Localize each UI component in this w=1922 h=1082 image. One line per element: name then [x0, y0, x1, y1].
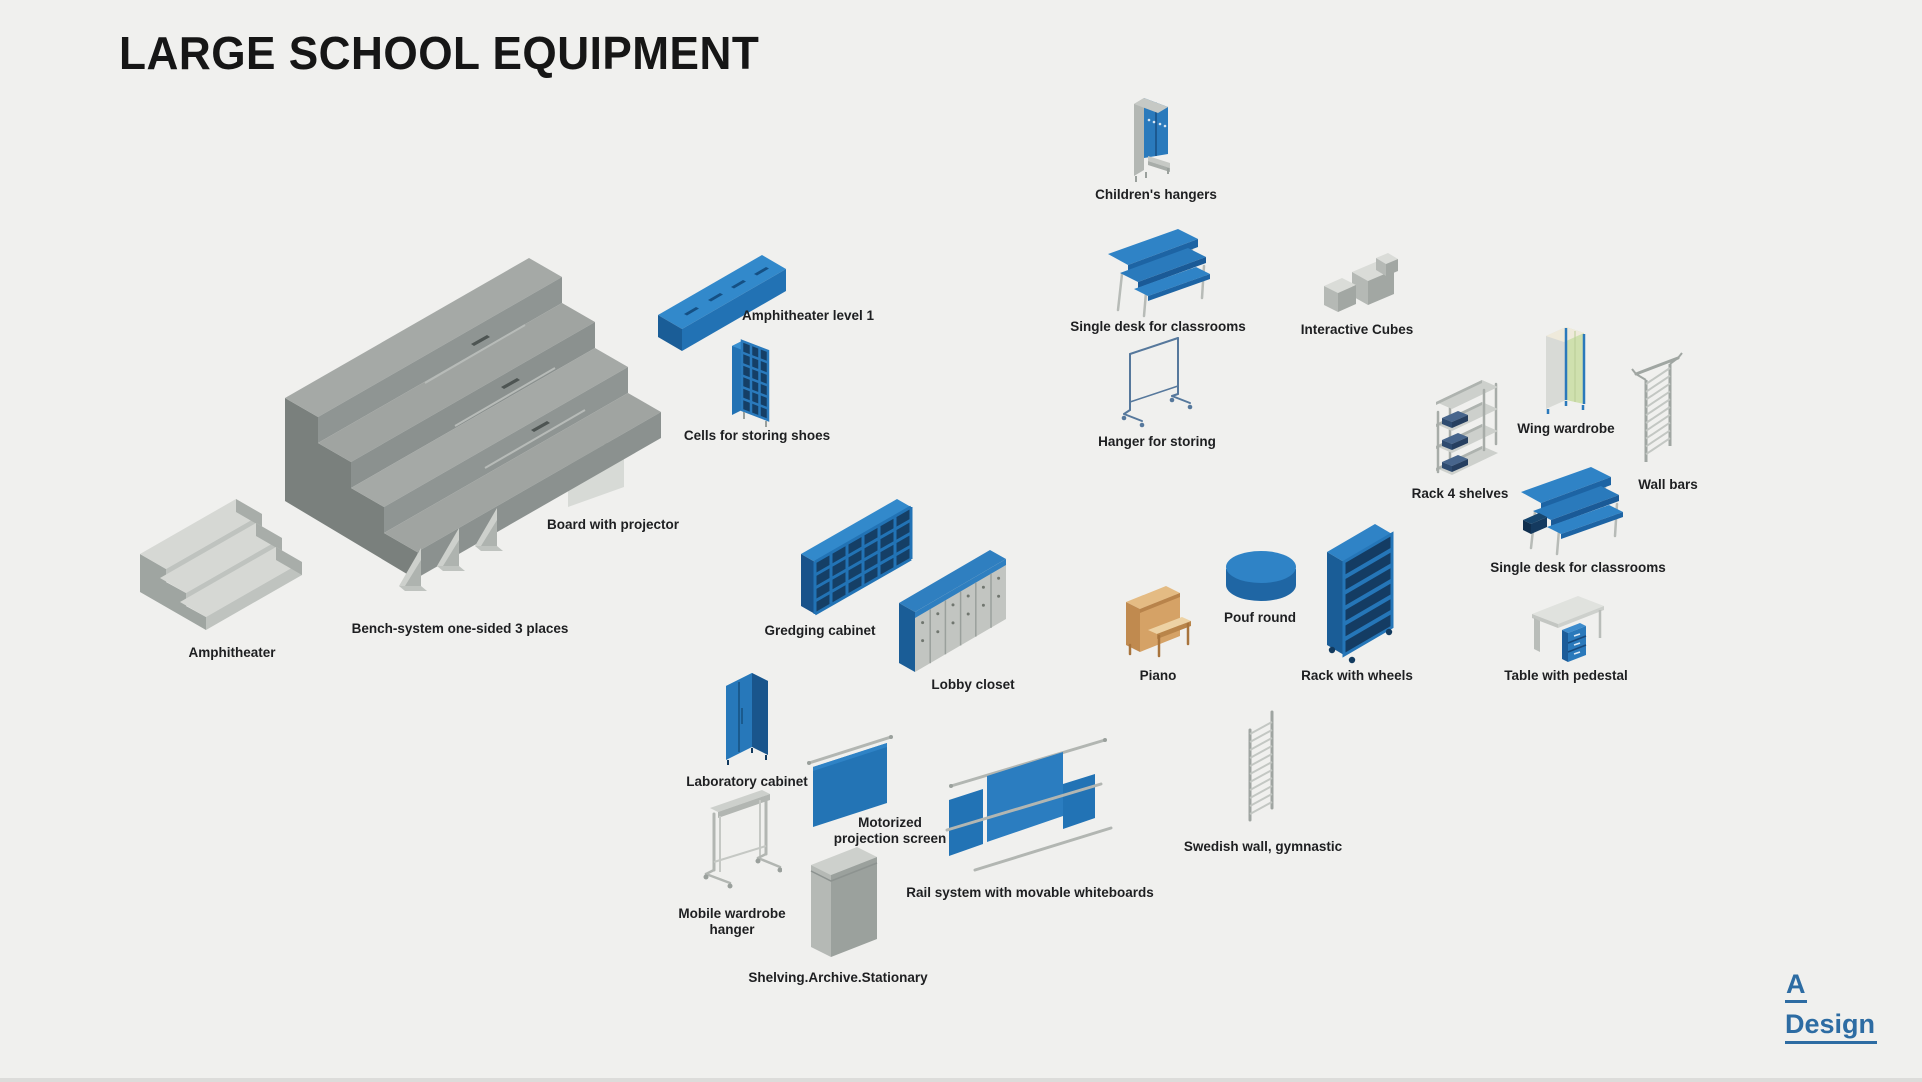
childrens-hangers-icon: [1130, 92, 1176, 186]
item-label-hanger-for-storing: Hanger for storing: [1098, 434, 1216, 449]
lobby-closet-icon: [893, 548, 1013, 680]
item-label-amphitheater: Amphitheater: [188, 645, 276, 660]
shelving-archive-stationary-icon: [805, 843, 885, 965]
item-label-shelving-archive-stationary: Shelving.Archive.Stationary: [748, 970, 928, 985]
item-label-cells-for-storing-shoes: Cells for storing shoes: [683, 428, 831, 443]
mobile-wardrobe-hanger-icon: [700, 788, 782, 892]
item-label-bench-system: Bench-system one-sided 3 places: [351, 621, 569, 636]
item-label-board-with-projector: Board with projector: [546, 517, 680, 532]
item-label-wall-bars: Wall bars: [1638, 477, 1698, 492]
piano-icon: [1118, 576, 1200, 672]
interactive-cubes-icon: [1318, 250, 1400, 322]
item-label-rack-4-shelves: Rack 4 shelves: [1411, 486, 1509, 501]
bench-system-icon: [275, 248, 695, 593]
rail-system-icon: [945, 732, 1113, 877]
amphitheater-icon: [138, 495, 333, 645]
item-label-table-with-pedestal: Table with pedestal: [1504, 668, 1628, 683]
item-label-childrens-hangers: Children's hangers: [1095, 187, 1217, 202]
single-desk-2-icon: [1515, 458, 1627, 560]
gredging-cabinet-icon: [795, 494, 920, 622]
swedish-wall-gymnastic-icon: [1236, 710, 1286, 834]
a-design-logo: A Design: [1785, 971, 1878, 1044]
pouf-round-icon: [1222, 545, 1300, 609]
item-label-interactive-cubes: Interactive Cubes: [1300, 322, 1414, 337]
item-label-amphitheater-level-1: Amphitheater level 1: [741, 308, 875, 323]
item-label-motorized-projection-screen: Motorized projection screen: [833, 815, 947, 847]
item-label-rack-with-wheels: Rack with wheels: [1301, 668, 1413, 683]
logo-line-1: A: [1785, 971, 1807, 1003]
bottom-edge-strip: [0, 1078, 1922, 1082]
item-label-swedish-wall-gymnastic: Swedish wall, gymnastic: [1183, 839, 1343, 854]
item-label-laboratory-cabinet: Laboratory cabinet: [686, 774, 808, 789]
wall-bars-icon: [1628, 348, 1694, 482]
table-with-pedestal-icon: [1528, 590, 1608, 666]
item-label-lobby-closet: Lobby closet: [931, 677, 1015, 692]
item-label-single-desk-2: Single desk for classrooms: [1490, 560, 1666, 575]
item-label-piano: Piano: [1139, 668, 1177, 683]
page-title: LARGE SCHOOL EQUIPMENT: [119, 27, 760, 79]
item-label-gredging-cabinet: Gredging cabinet: [764, 623, 876, 638]
amphitheater-level-1-icon: [650, 245, 800, 357]
item-label-rail-system: Rail system with movable whiteboards: [906, 885, 1154, 900]
cells-for-storing-shoes-icon: [728, 334, 784, 428]
laboratory-cabinet-icon: [722, 668, 772, 778]
wing-wardrobe-icon: [1540, 320, 1594, 420]
rack-with-wheels-icon: [1322, 512, 1400, 664]
item-label-mobile-wardrobe-hanger: Mobile wardrobe hanger: [678, 906, 786, 938]
single-desk-1-icon: [1100, 222, 1215, 320]
item-label-wing-wardrobe: Wing wardrobe: [1517, 421, 1615, 436]
rack-4-shelves-icon: [1428, 368, 1506, 480]
hanger-for-storing-icon: [1114, 330, 1198, 432]
motorized-projection-screen-icon: [805, 735, 897, 837]
logo-line-2: Design: [1785, 1011, 1878, 1044]
item-label-pouf-round: Pouf round: [1224, 610, 1296, 625]
item-label-single-desk-1: Single desk for classrooms: [1070, 319, 1246, 334]
